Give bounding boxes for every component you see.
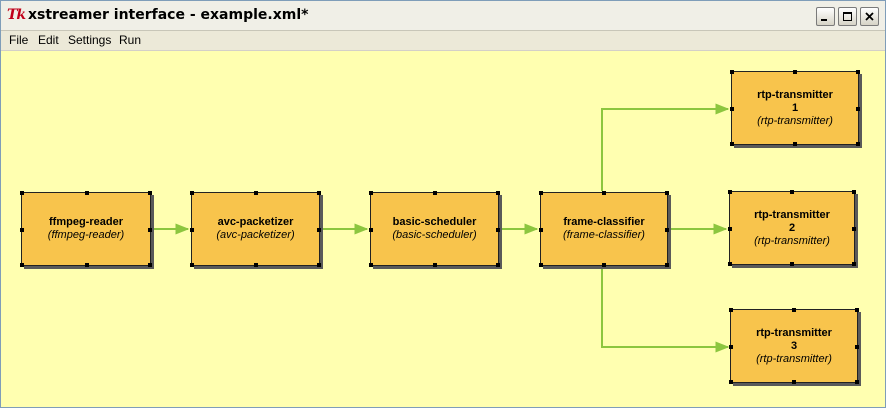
resize-handle[interactable]: [433, 191, 437, 195]
resize-handle[interactable]: [792, 308, 796, 312]
resize-handle[interactable]: [852, 262, 856, 266]
resize-handle[interactable]: [730, 142, 734, 146]
resize-handle[interactable]: [317, 191, 321, 195]
resize-handle[interactable]: [602, 191, 606, 195]
node-rtp-transmitter-2[interactable]: rtp-transmitter 2 (rtp-transmitter): [728, 190, 856, 266]
node-name: rtp-transmitter: [756, 326, 832, 339]
pipeline-canvas[interactable]: ffmpeg-reader (ffmpeg-reader) avc-packet…: [1, 51, 885, 407]
node-type: (ffmpeg-reader): [47, 229, 125, 241]
resize-handle[interactable]: [539, 228, 543, 232]
resize-handle[interactable]: [730, 70, 734, 74]
menu-settings[interactable]: Settings: [68, 33, 112, 47]
node-avc-packetizer[interactable]: avc-packetizer (avc-packetizer): [190, 191, 321, 267]
resize-handle[interactable]: [855, 308, 859, 312]
node-name: avc-packetizer: [217, 216, 294, 228]
resize-handle[interactable]: [855, 380, 859, 384]
resize-handle[interactable]: [190, 191, 194, 195]
resize-handle[interactable]: [254, 191, 258, 195]
resize-handle[interactable]: [665, 263, 669, 267]
node-index: 3: [790, 339, 798, 352]
resize-handle[interactable]: [728, 190, 732, 194]
resize-handle[interactable]: [539, 263, 543, 267]
resize-handle[interactable]: [793, 142, 797, 146]
resize-handle[interactable]: [855, 345, 859, 349]
close-icon: [865, 12, 874, 21]
link-classifier-to-rtp3[interactable]: [601, 267, 730, 353]
resize-handle[interactable]: [190, 263, 194, 267]
node-name: rtp-transmitter: [757, 88, 833, 101]
link-classifier-to-rtp1[interactable]: [601, 103, 730, 191]
resize-handle[interactable]: [729, 380, 733, 384]
resize-handle[interactable]: [369, 228, 373, 232]
minimize-button[interactable]: [816, 7, 835, 26]
node-name: ffmpeg-reader: [49, 216, 123, 228]
resize-handle[interactable]: [433, 263, 437, 267]
menu-edit[interactable]: Edit: [38, 33, 59, 47]
menu-file[interactable]: File: [9, 33, 29, 47]
resize-handle[interactable]: [793, 70, 797, 74]
node-type: (rtp-transmitter): [754, 234, 830, 247]
resize-handle[interactable]: [728, 262, 732, 266]
node-basic-scheduler[interactable]: basic-scheduler (basic-scheduler): [369, 191, 500, 267]
resize-handle[interactable]: [496, 191, 500, 195]
window-title: xstreamer interface - example.xml*: [28, 7, 309, 23]
node-frame-classifier[interactable]: frame-classifier (frame-classifier): [539, 191, 669, 267]
resize-handle[interactable]: [730, 107, 734, 111]
resize-handle[interactable]: [852, 190, 856, 194]
node-name: frame-classifier: [563, 216, 645, 228]
resize-handle[interactable]: [254, 263, 258, 267]
node-ffmpeg-reader[interactable]: ffmpeg-reader (ffmpeg-reader): [20, 191, 152, 267]
node-type: (rtp-transmitter): [757, 114, 833, 127]
resize-handle[interactable]: [852, 227, 856, 231]
resize-handle[interactable]: [792, 380, 796, 384]
resize-handle[interactable]: [729, 308, 733, 312]
resize-handle[interactable]: [602, 263, 606, 267]
resize-handle[interactable]: [317, 263, 321, 267]
resize-handle[interactable]: [20, 263, 24, 267]
resize-handle[interactable]: [20, 191, 24, 195]
node-rtp-transmitter-1[interactable]: rtp-transmitter 1 (rtp-transmitter): [730, 70, 860, 146]
node-type: (basic-scheduler): [392, 229, 477, 241]
resize-handle[interactable]: [665, 228, 669, 232]
menu-run[interactable]: Run: [119, 33, 142, 47]
resize-handle[interactable]: [190, 228, 194, 232]
minimize-icon: [821, 19, 827, 21]
tk-logo-icon: Tk: [7, 7, 26, 23]
resize-handle[interactable]: [856, 107, 860, 111]
resize-handle[interactable]: [496, 228, 500, 232]
node-index: 2: [788, 221, 796, 234]
resize-handle[interactable]: [539, 191, 543, 195]
menu-bar: File Edit Settings Run: [1, 31, 885, 51]
resize-handle[interactable]: [665, 191, 669, 195]
resize-handle[interactable]: [148, 228, 152, 232]
resize-handle[interactable]: [790, 190, 794, 194]
node-type: (avc-packetizer): [216, 229, 295, 241]
resize-handle[interactable]: [369, 191, 373, 195]
node-index: 1: [791, 101, 799, 114]
resize-handle[interactable]: [856, 142, 860, 146]
node-name: basic-scheduler: [392, 216, 477, 228]
resize-handle[interactable]: [85, 191, 89, 195]
resize-handle[interactable]: [20, 228, 24, 232]
resize-handle[interactable]: [790, 262, 794, 266]
close-button[interactable]: [860, 7, 879, 26]
connection-layer: [151, 103, 730, 353]
resize-handle[interactable]: [148, 263, 152, 267]
node-rtp-transmitter-3[interactable]: rtp-transmitter 3 (rtp-transmitter): [729, 308, 859, 384]
title-bar[interactable]: Tk xstreamer interface - example.xml*: [1, 1, 885, 31]
maximize-icon: [843, 12, 852, 21]
resize-handle[interactable]: [148, 191, 152, 195]
resize-handle[interactable]: [317, 228, 321, 232]
resize-handle[interactable]: [85, 263, 89, 267]
resize-handle[interactable]: [729, 345, 733, 349]
node-name: rtp-transmitter: [754, 208, 830, 221]
resize-handle[interactable]: [369, 263, 373, 267]
resize-handle[interactable]: [728, 227, 732, 231]
maximize-button[interactable]: [838, 7, 857, 26]
resize-handle[interactable]: [496, 263, 500, 267]
resize-handle[interactable]: [856, 70, 860, 74]
node-type: (rtp-transmitter): [756, 352, 832, 365]
node-type: (frame-classifier): [563, 229, 645, 241]
